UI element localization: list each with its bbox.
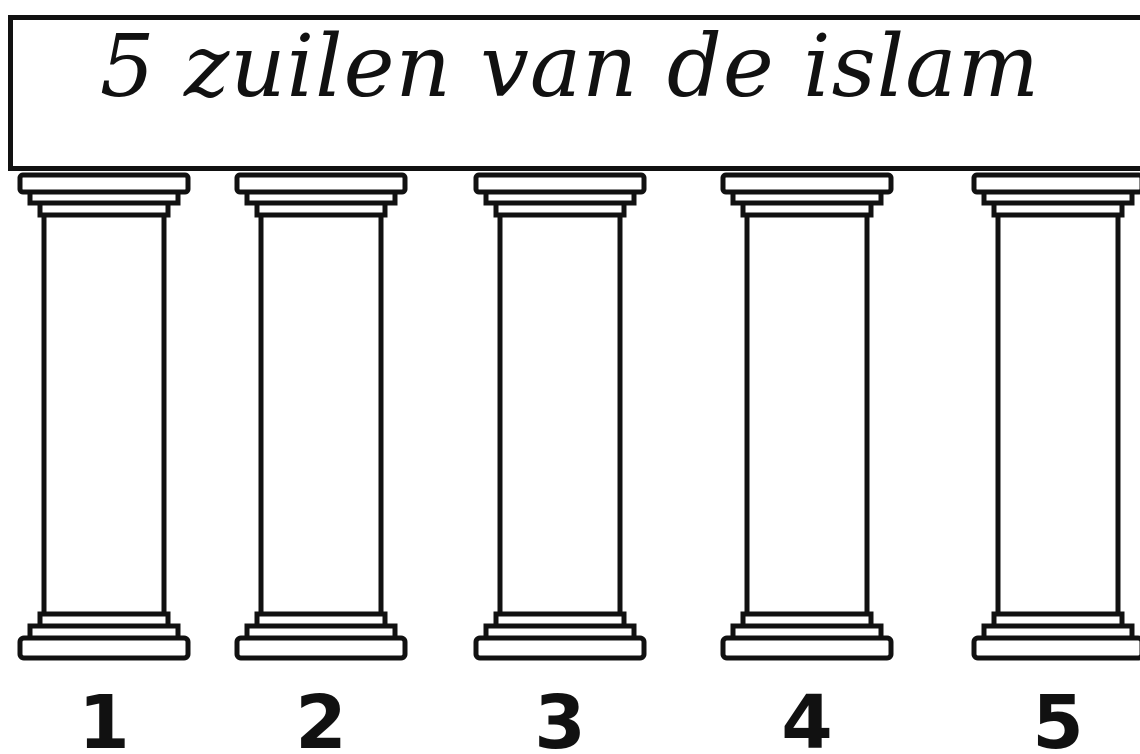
pillar-icon [723,175,891,658]
pillar-icon [20,175,188,658]
pillar-icon [974,175,1140,658]
pillar-icon [237,175,405,658]
pillar-number: 5 [1032,680,1084,754]
pillar-number: 1 [78,680,130,754]
pillar-number: 4 [781,680,833,754]
pillar-number: 2 [295,680,347,754]
pillar-number: 3 [534,680,586,754]
pillar-icon [476,175,644,658]
